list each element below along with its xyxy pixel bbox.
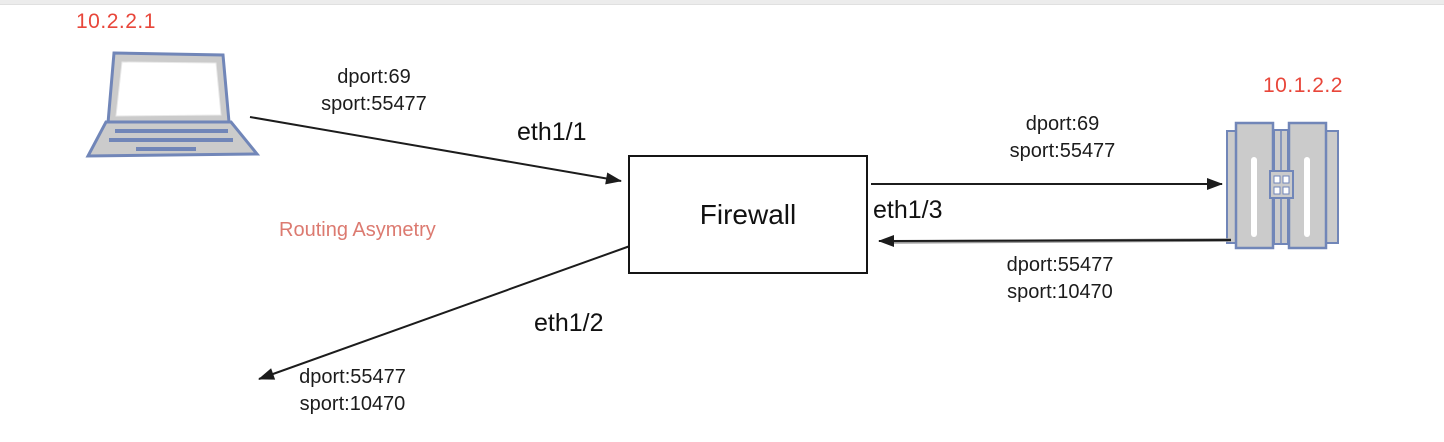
flow-label-server-to-firewall: dport:55477 sport:10470 xyxy=(990,252,1130,306)
window-top-edge xyxy=(0,0,1444,5)
flow-label-client-to-firewall: dport:69 sport:55477 xyxy=(308,64,440,118)
client-ip-label: 10.2.2.1 xyxy=(76,10,156,33)
eth1-2-label: eth1/2 xyxy=(534,309,604,337)
eth1-1-label: eth1/1 xyxy=(517,118,587,146)
flow-dport: dport:69 xyxy=(1025,113,1100,135)
flow-sport: sport:10470 xyxy=(299,393,406,415)
firewall-box: Firewall xyxy=(628,155,868,274)
flow-dport: dport:55477 xyxy=(1006,254,1114,276)
flow-sport: sport:55477 xyxy=(321,93,427,115)
firewall-label: Firewall xyxy=(699,198,797,230)
laptop-icon xyxy=(85,51,261,158)
eth1-3-label: eth1/3 xyxy=(873,196,943,224)
flow-dport: dport:55477 xyxy=(299,366,406,388)
arrow-client-to-firewall xyxy=(249,116,622,185)
flow-label-firewall-to-client: dport:55477 sport:10470 xyxy=(280,364,425,418)
flow-sport: sport:55477 xyxy=(1009,140,1116,162)
flow-sport: sport:10470 xyxy=(1007,281,1113,303)
flow-label-firewall-to-server: dport:69 sport:55477 xyxy=(995,111,1130,165)
server-icon xyxy=(1226,121,1339,250)
flow-dport: dport:69 xyxy=(337,66,411,88)
routing-asymmetry-note: Routing Asymetry xyxy=(279,219,436,241)
server-ip-label: 10.1.2.2 xyxy=(1263,74,1343,97)
arrow-server-to-firewall xyxy=(878,234,1232,247)
arrow-firewall-to-client xyxy=(258,245,631,380)
